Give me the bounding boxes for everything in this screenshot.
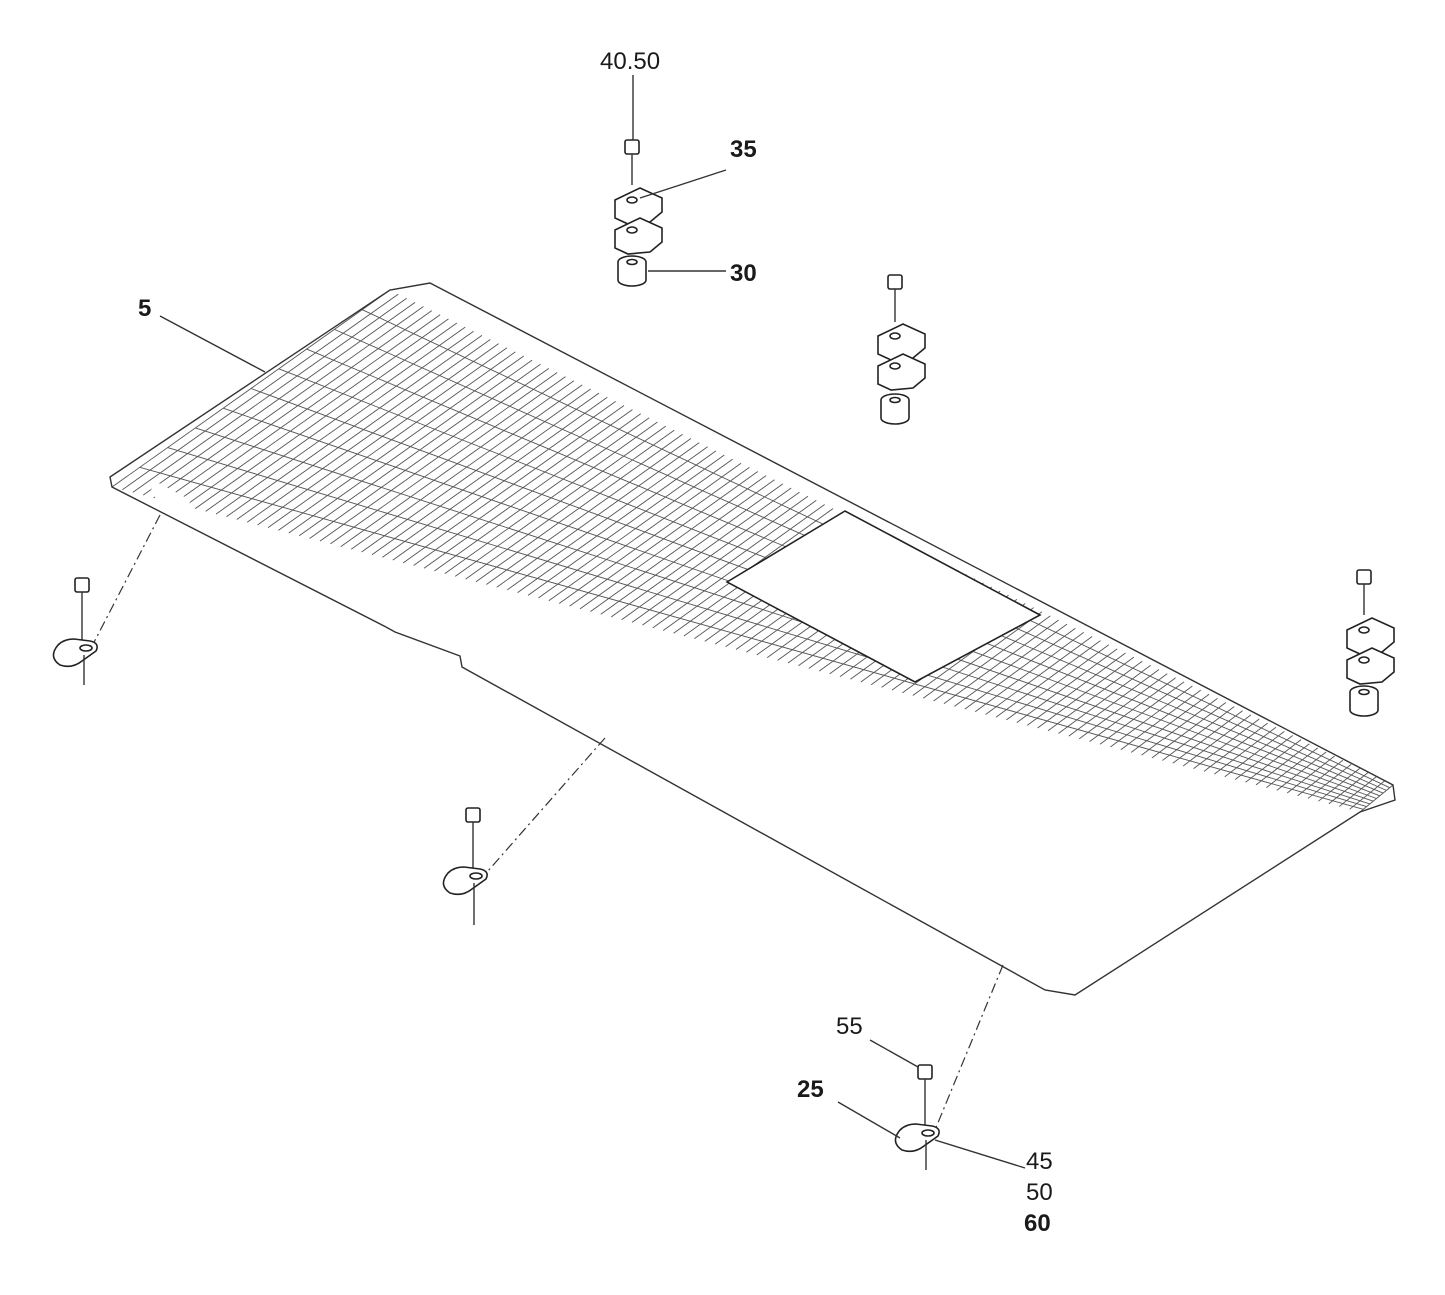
grating-crossbar xyxy=(195,427,1371,805)
grating-crossbar xyxy=(139,466,1364,810)
grating-step-mask xyxy=(100,487,1075,1005)
clamp-assembly-top xyxy=(614,139,663,287)
callout-35: 35 xyxy=(730,136,757,163)
clip-assembly-left xyxy=(52,577,98,685)
clamp-icon xyxy=(1346,647,1395,685)
callout-30: 30 xyxy=(730,260,757,287)
callout-60: 60 xyxy=(1024,1210,1051,1237)
grating-panel xyxy=(100,282,1396,1005)
callout-45: 45 xyxy=(1026,1148,1053,1175)
grating-crossbar xyxy=(167,447,1367,808)
callout-25: 25 xyxy=(797,1076,824,1103)
callout-5: 5 xyxy=(138,295,152,322)
callout-40-50: 40.50 xyxy=(600,48,661,75)
notch-mid xyxy=(585,701,627,733)
grating-cutout xyxy=(725,510,1042,683)
p-clip-icon xyxy=(52,638,98,668)
grating-bars xyxy=(100,289,1394,1005)
clamp-icon xyxy=(877,323,926,361)
leader-lines xyxy=(159,75,1026,1169)
spacer-icon xyxy=(880,393,910,425)
grating-outline xyxy=(109,282,1396,996)
spacer-icon xyxy=(1349,685,1379,717)
bolt-icon xyxy=(917,1064,933,1080)
callout-55: 55 xyxy=(836,1013,863,1040)
bolt-icon xyxy=(624,139,640,155)
clamp-icon xyxy=(614,187,663,225)
notch-right xyxy=(1004,931,1046,963)
callout-50: 50 xyxy=(1026,1179,1053,1206)
p-clip-icon xyxy=(442,866,488,896)
clip-assembly-bottom xyxy=(894,1064,940,1170)
clamp-icon xyxy=(877,353,926,391)
bolt-icon xyxy=(465,807,481,823)
p-clip-icon xyxy=(894,1123,940,1153)
spacer-icon xyxy=(617,255,647,287)
clamp-assembly-right xyxy=(1346,569,1395,717)
notch-left xyxy=(149,481,191,513)
assembly-line-mid xyxy=(479,737,606,881)
clip-assembly-middle xyxy=(442,807,488,925)
bolt-icon xyxy=(74,577,90,593)
assembly-line-left xyxy=(89,514,161,651)
clamp-assembly-middle xyxy=(877,274,926,425)
clamp-icon xyxy=(614,217,663,255)
bolt-icon xyxy=(887,274,903,290)
assembly-line-right xyxy=(934,964,1004,1131)
bolt-icon xyxy=(1356,569,1372,585)
clamp-icon xyxy=(1346,617,1395,655)
